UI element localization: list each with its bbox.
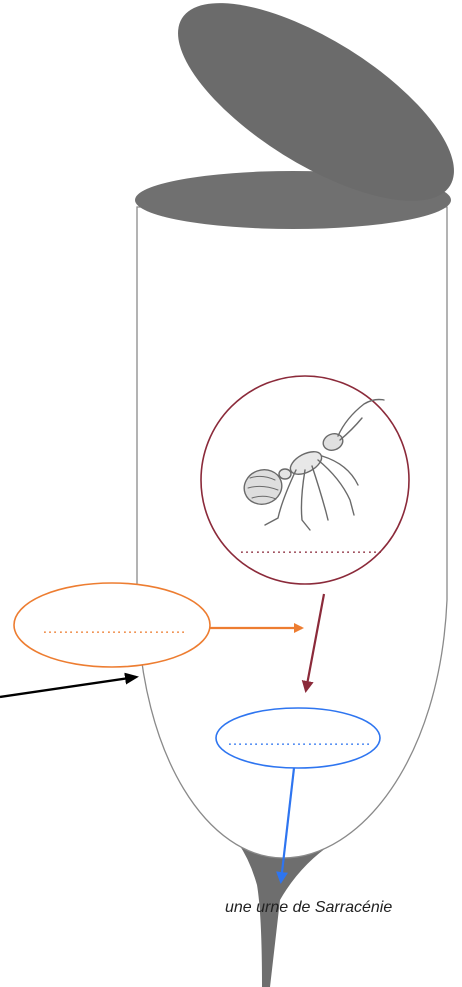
prey-circle <box>200 375 410 585</box>
blue-blank-label: ……………………… <box>227 732 371 749</box>
prey-arrow <box>301 593 326 693</box>
blue-arrow <box>276 767 296 884</box>
orange-ellipse <box>13 582 211 668</box>
pitcher-lid <box>178 3 454 201</box>
pointer-arrow <box>0 672 139 699</box>
pitcher-caption: une urne de Sarracénie <box>225 899 393 916</box>
blue-ellipse <box>215 707 381 769</box>
ant-icon <box>243 398 385 531</box>
pitcher-stem <box>238 843 333 987</box>
orange-blank-label: ……………………… <box>42 620 186 637</box>
prey-blank-label: ……………………… <box>239 540 383 557</box>
